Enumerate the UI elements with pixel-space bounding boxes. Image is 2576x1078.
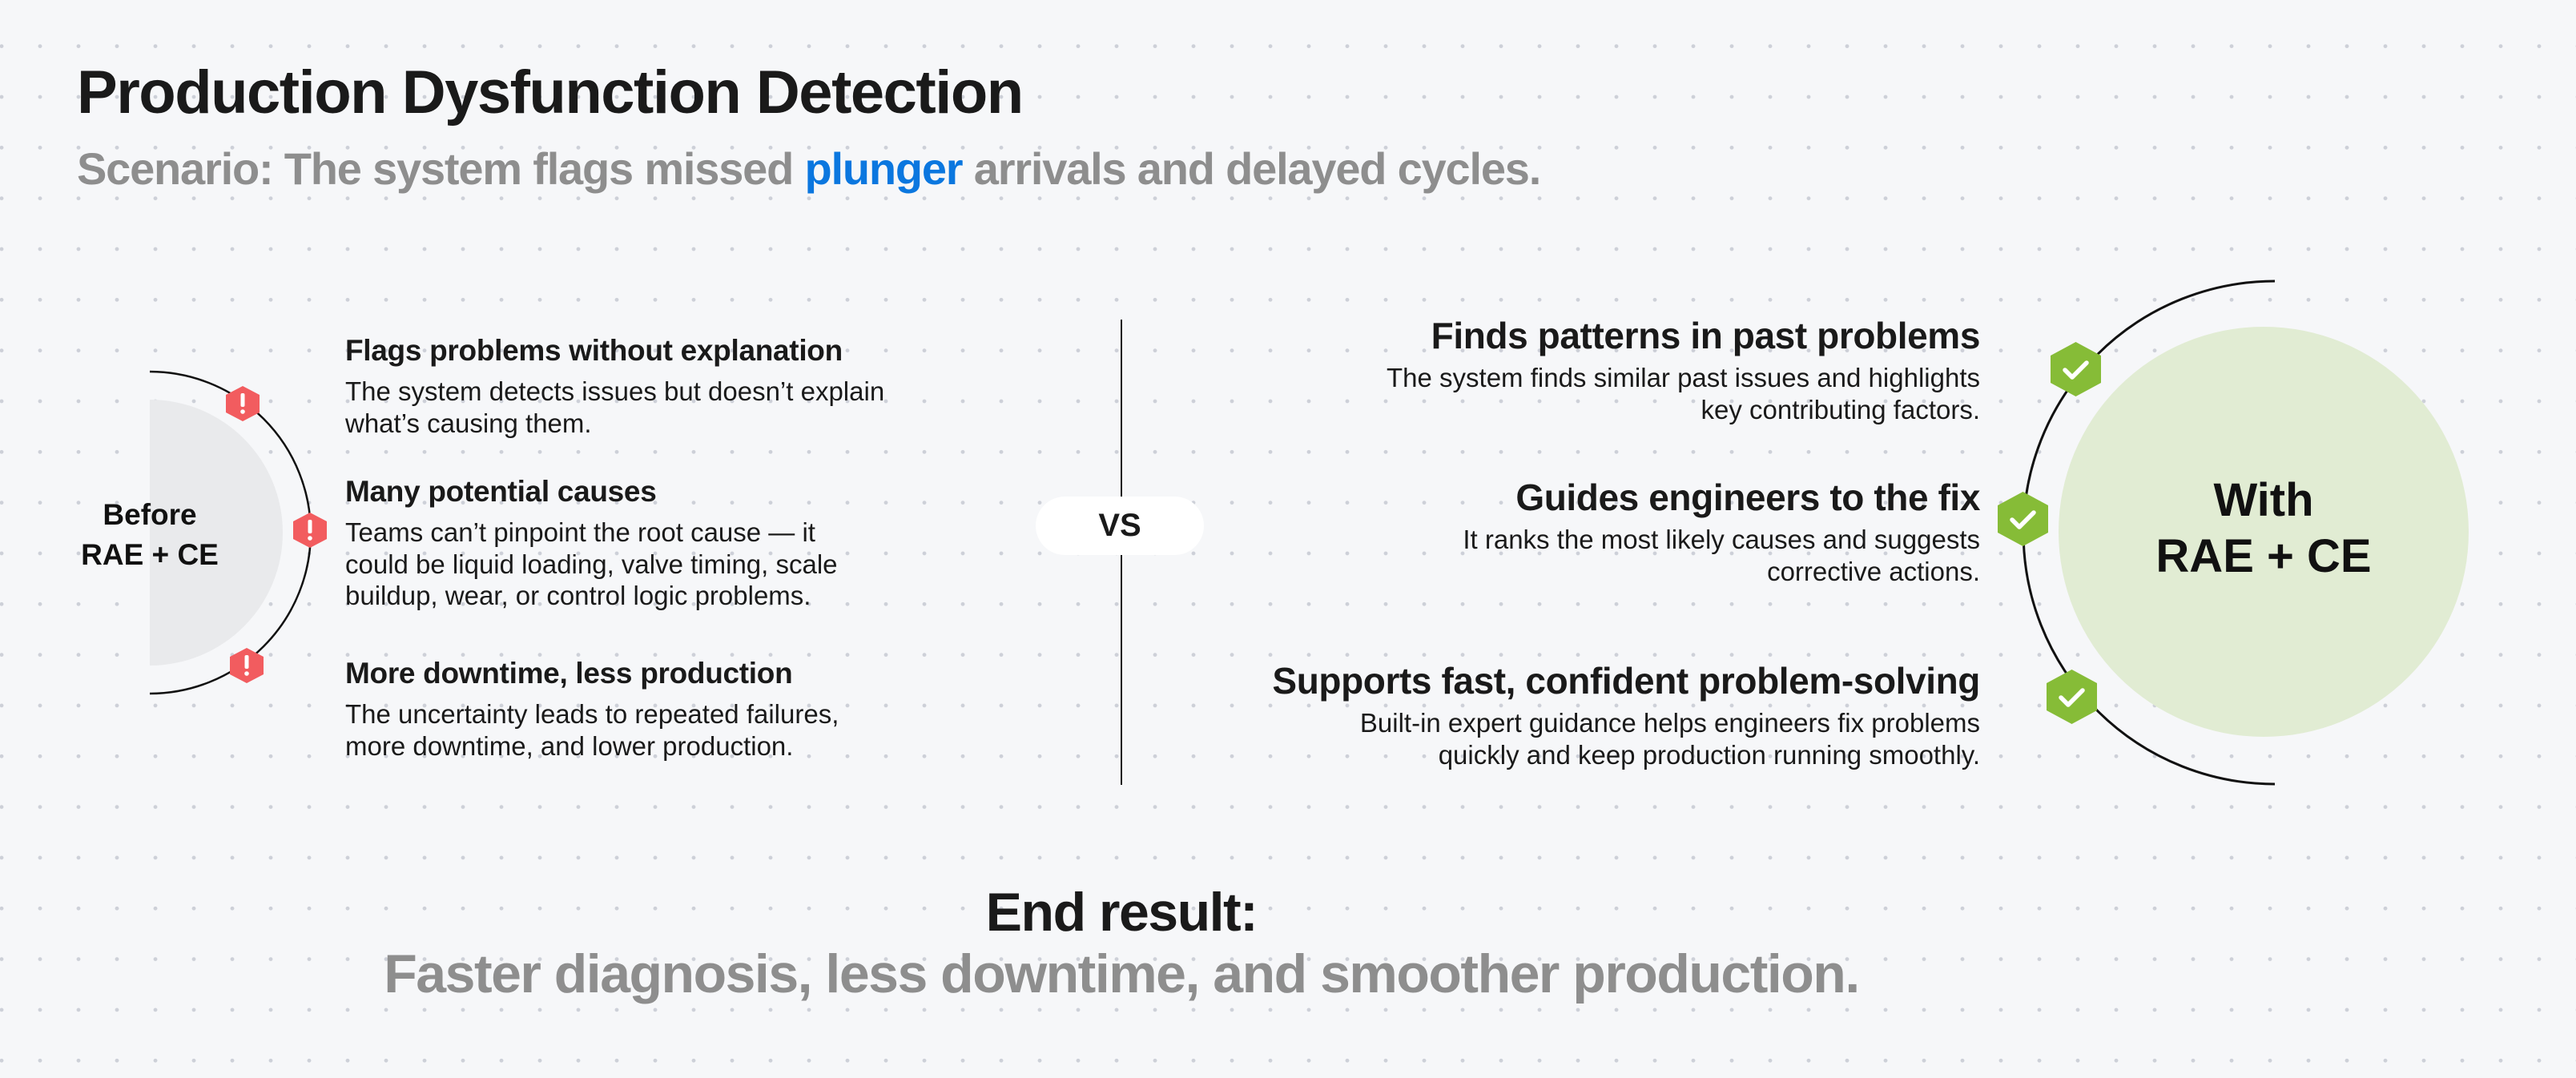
before-item-2: Many potential causes Teams can’t pinpoi… bbox=[345, 477, 986, 612]
end-result-summary: Faster diagnosis, less downtime, and smo… bbox=[384, 943, 1860, 1004]
subtitle-highlight-plunger: plunger bbox=[804, 143, 963, 194]
body-line: more downtime, and lower production. bbox=[345, 730, 794, 761]
with-label-line1: With bbox=[2213, 474, 2314, 526]
vs-badge: VS bbox=[1036, 497, 1204, 555]
after-item-3: Supports fast, confident problem-solving… bbox=[1179, 662, 1980, 770]
warning-hexagon-icon bbox=[293, 513, 327, 548]
after-item-heading: Guides engineers to the fix bbox=[1515, 477, 1980, 518]
page-title: Production Dysfunction Detection bbox=[77, 58, 1024, 127]
body-line: It ranks the most likely causes and sugg… bbox=[1463, 525, 1980, 554]
before-label: Before RAE + CE bbox=[58, 495, 242, 575]
before-item-body: The system detects issues but doesn’t ex… bbox=[345, 376, 986, 439]
vs-label: VS bbox=[1098, 508, 1141, 543]
check-hexagon-icon bbox=[2051, 342, 2101, 396]
after-item-body: Built-in expert guidance helps engineers… bbox=[1179, 707, 1980, 770]
before-item-1: Flags problems without explanation The s… bbox=[345, 336, 986, 439]
body-line: Built-in expert guidance helps engineers… bbox=[1359, 708, 1980, 738]
warning-hexagon-icon bbox=[226, 386, 260, 421]
before-item-body: Teams can’t pinpoint the root cause — it… bbox=[345, 517, 986, 612]
with-label-line2: RAE + CE bbox=[2155, 530, 2372, 582]
body-line: The system finds similar past issues and… bbox=[1387, 363, 1980, 392]
body-line: corrective actions. bbox=[1767, 556, 1980, 586]
warning-hexagon-icon bbox=[230, 648, 264, 683]
check-hexagon-icon bbox=[2047, 670, 2097, 724]
check-hexagon-icon bbox=[1998, 492, 2048, 546]
before-label-line2: RAE + CE bbox=[81, 538, 219, 571]
before-item-heading: More downtime, less production bbox=[345, 657, 793, 690]
subtitle-suffix: arrivals and delayed cycles. bbox=[962, 143, 1542, 194]
after-item-heading: Supports fast, confident problem-solving bbox=[1272, 660, 1980, 702]
end-result-title: End result: bbox=[985, 882, 1258, 943]
body-line: Teams can’t pinpoint the root cause — it bbox=[345, 517, 815, 547]
body-line: The uncertainty leads to repeated failur… bbox=[345, 699, 839, 729]
before-label-line1: Before bbox=[103, 498, 197, 531]
after-item-body: It ranks the most likely causes and sugg… bbox=[1179, 524, 1980, 587]
subtitle-prefix: Scenario: The system flags missed bbox=[77, 143, 805, 194]
with-label: With RAE + CE bbox=[2103, 473, 2424, 585]
before-item-heading: Flags problems without explanation bbox=[345, 334, 843, 367]
body-line: key contributing factors. bbox=[1701, 394, 1981, 424]
before-item-body: The uncertainty leads to repeated failur… bbox=[345, 698, 986, 762]
after-item-2: Guides engineers to the fix It ranks the… bbox=[1179, 479, 1980, 587]
scenario-subtitle: Scenario: The system flags missed plunge… bbox=[77, 147, 1541, 191]
body-line: could be liquid loading, valve timing, s… bbox=[345, 549, 838, 579]
body-line: quickly and keep production running smoo… bbox=[1438, 739, 1980, 770]
body-line: The system detects issues but doesn’t ex… bbox=[345, 376, 885, 406]
after-item-1: Finds patterns in past problems The syst… bbox=[1179, 317, 1980, 425]
after-item-heading: Finds patterns in past problems bbox=[1431, 315, 1981, 356]
before-item-heading: Many potential causes bbox=[345, 475, 657, 508]
before-item-3: More downtime, less production The uncer… bbox=[345, 658, 986, 762]
body-line: what’s causing them. bbox=[345, 408, 592, 438]
after-item-body: The system finds similar past issues and… bbox=[1179, 362, 1980, 425]
body-line: buildup, wear, or control logic problems… bbox=[345, 581, 811, 610]
